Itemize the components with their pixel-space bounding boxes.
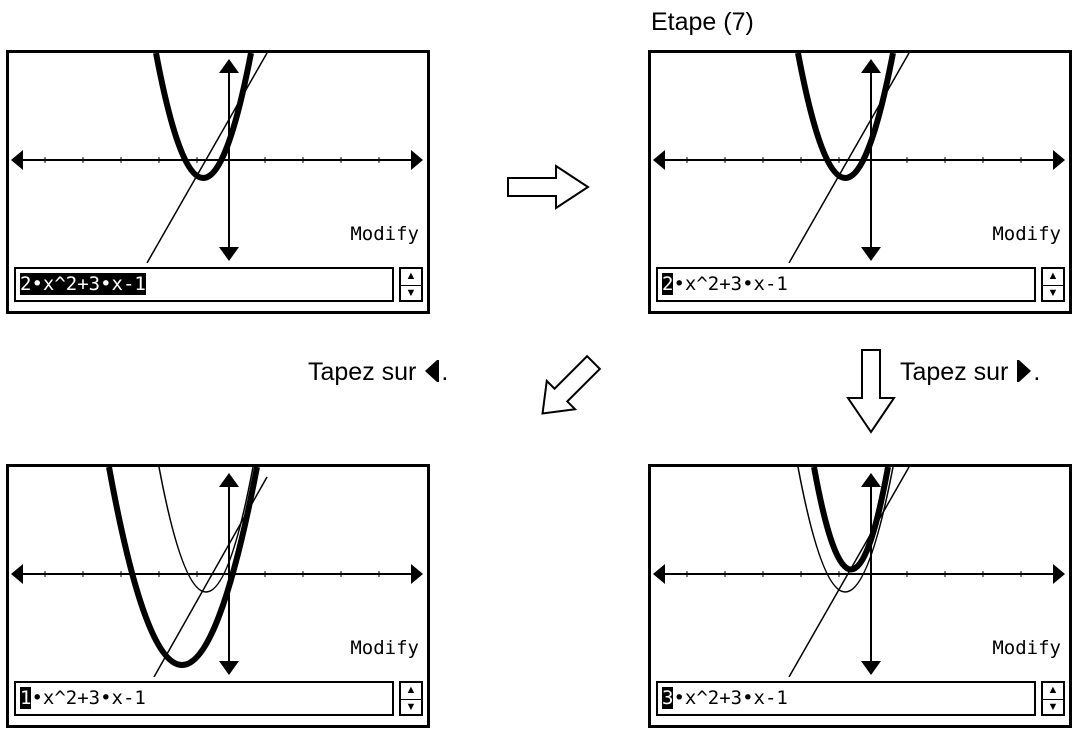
parabola-curve: [153, 53, 254, 181]
modify-label: Modify: [350, 223, 419, 245]
right-triangle-key-icon: [1017, 360, 1032, 382]
graph-area: [11, 467, 423, 677]
scroll-buttons[interactable]: ▲ ▼: [1041, 267, 1065, 302]
y-axis-up-arrow: [861, 473, 881, 487]
scroll-down-icon[interactable]: ▼: [401, 284, 421, 302]
scroll-up-icon[interactable]: ▲: [1047, 684, 1059, 697]
calculator-screen-step7: Modify 2•x^2+3•x-1 ▲ ▼: [648, 50, 1072, 314]
down-left-hollow-arrow-icon: [541, 354, 602, 415]
step-caption: Etape (7): [651, 8, 754, 36]
x-axis-right-arrow: [1053, 150, 1065, 170]
expression-field[interactable]: 1•x^2+3•x-1: [14, 681, 394, 716]
parabola-curve-wide: [106, 467, 260, 668]
y-axis-down-arrow: [861, 661, 881, 675]
expression-rest: •x^2+3•x-1: [673, 687, 788, 709]
scroll-down-icon[interactable]: ▼: [1043, 698, 1063, 716]
scroll-up-icon[interactable]: ▲: [405, 684, 417, 697]
tangent-line: [153, 476, 268, 677]
x-axis-right-arrow: [411, 150, 423, 170]
expression-rest: •x^2+3•x-1: [31, 687, 146, 709]
scroll-down-icon[interactable]: ▼: [1043, 284, 1063, 302]
y-axis-up-arrow: [219, 59, 239, 73]
calculator-screen-coef-1: Modify 1•x^2+3•x-1 ▲ ▼: [6, 464, 430, 728]
expression-field[interactable]: 2•x^2+3•x-1: [656, 267, 1036, 302]
tangent-line: [788, 53, 910, 263]
scroll-down-icon[interactable]: ▼: [401, 698, 421, 716]
expression-highlight: 1: [20, 687, 32, 709]
calculator-screen-coef-3: Modify 3•x^2+3•x-1 ▲ ▼: [648, 464, 1072, 728]
expression-highlight: 3: [662, 687, 674, 709]
expression-rest: •x^2+3•x-1: [673, 273, 788, 295]
y-axis-down-arrow: [861, 247, 881, 261]
parabola-curve-original: [797, 467, 894, 593]
right-hollow-arrow-icon: [507, 164, 590, 210]
scroll-buttons[interactable]: ▲ ▼: [399, 681, 423, 716]
tap-right-caption: Tapez sur .: [900, 358, 1041, 386]
expression-highlight: 2: [662, 273, 674, 295]
modify-label: Modify: [992, 637, 1061, 659]
y-axis-down-arrow: [219, 661, 239, 675]
modify-label: Modify: [992, 223, 1061, 245]
tangent-line: [146, 53, 268, 263]
scroll-buttons[interactable]: ▲ ▼: [1041, 681, 1065, 716]
expression-field[interactable]: 3•x^2+3•x-1: [656, 681, 1036, 716]
parabola-curve: [795, 53, 896, 181]
down-hollow-arrow-icon: [846, 349, 896, 434]
scroll-up-icon[interactable]: ▲: [405, 270, 417, 283]
x-axis-left-arrow: [11, 564, 23, 584]
x-axis-right-arrow: [411, 564, 423, 584]
x-axis-left-arrow: [11, 150, 23, 170]
tangent-line: [788, 467, 910, 677]
graph-area: [653, 53, 1065, 263]
scroll-up-icon[interactable]: ▲: [1047, 270, 1059, 283]
tap-left-caption: Tapez sur .: [308, 358, 449, 386]
graph-area: [11, 53, 423, 263]
y-axis-down-arrow: [219, 247, 239, 261]
graph-area: [653, 467, 1065, 677]
scroll-buttons[interactable]: ▲ ▼: [399, 267, 423, 302]
x-axis-right-arrow: [1053, 564, 1065, 584]
expression-highlight: 2•x^2+3•x-1: [20, 273, 146, 295]
x-axis-left-arrow: [653, 150, 665, 170]
modify-label: Modify: [350, 637, 419, 659]
left-triangle-key-icon: [425, 360, 440, 382]
y-axis-up-arrow: [861, 59, 881, 73]
expression-field[interactable]: 2•x^2+3•x-1: [14, 267, 394, 302]
x-axis-left-arrow: [653, 564, 665, 584]
calculator-screen-original: Modify 2•x^2+3•x-1 ▲ ▼: [6, 50, 430, 314]
y-axis-up-arrow: [219, 473, 239, 487]
